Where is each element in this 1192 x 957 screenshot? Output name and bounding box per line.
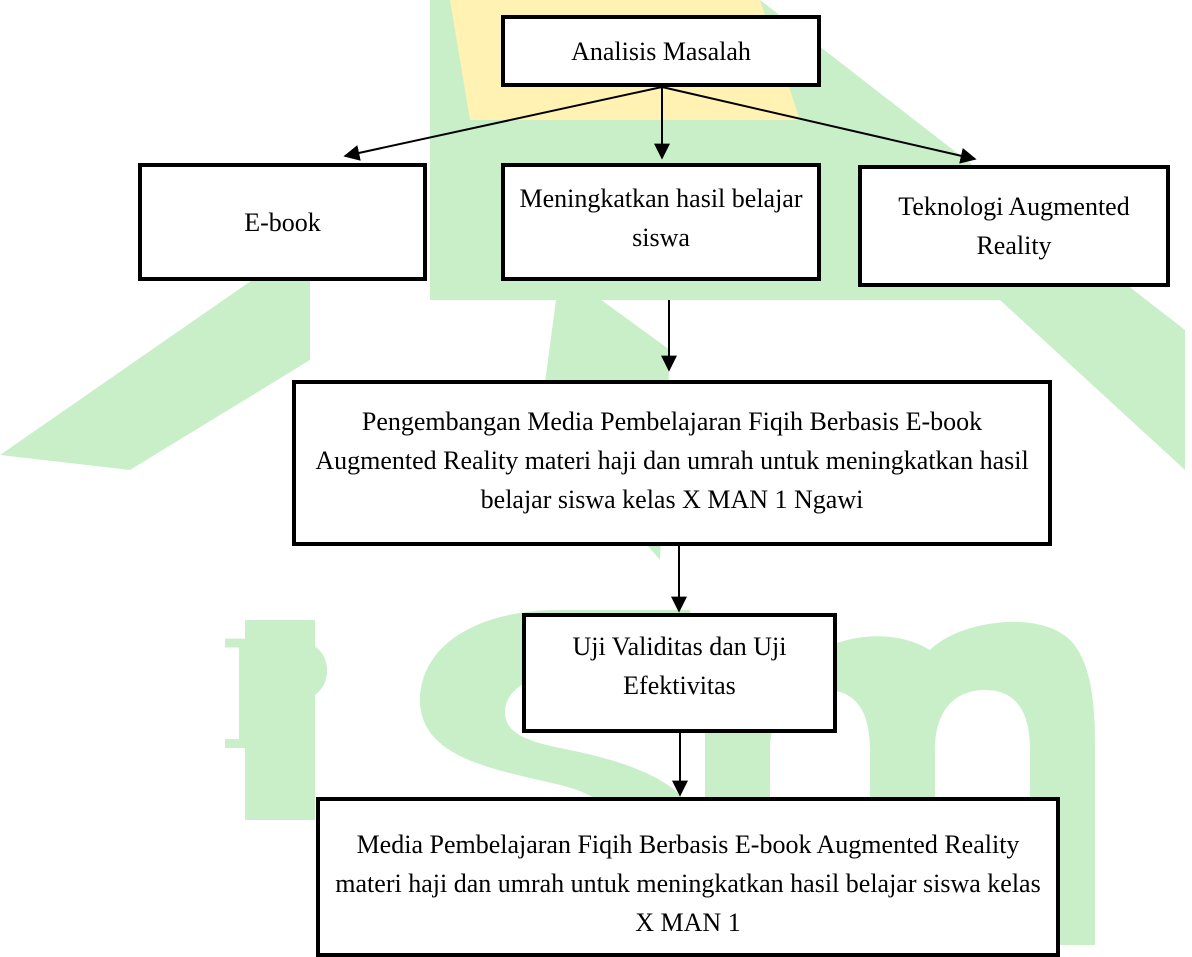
- box-analisis-label: Analisis Masalah: [571, 36, 751, 66]
- box-teknologi-label: Teknologi Augmented Reality: [898, 192, 1130, 260]
- box-pengembangan-media: Pengembangan Media Pembelajaran Fiqih Be…: [292, 380, 1052, 546]
- watermark-letter-p: P: [218, 608, 331, 784]
- box-ebook: E-book: [138, 163, 427, 281]
- box-analisis-masalah: Analisis Masalah: [501, 15, 821, 87]
- box-ebook-label: E-book: [244, 207, 321, 237]
- box-uji-label: Uji Validitas dan Uji Efektivitas: [572, 632, 787, 700]
- box-uji-validitas: Uji Validitas dan Uji Efektivitas: [522, 613, 837, 733]
- arrow-analisis-to-teknologi: [661, 86, 977, 164]
- box-pengembangan-label: Pengembangan Media Pembelajaran Fiqih Be…: [315, 407, 1029, 514]
- box-media-pembelajaran: Media Pembelajaran Fiqih Berbasis E-book…: [316, 797, 1060, 957]
- box-meningkatkan-label: Meningkatkan hasil belajar siswa: [519, 184, 803, 252]
- arrow-analisis-to-ebook: [343, 86, 663, 161]
- box-meningkatkan-hasil: Meningkatkan hasil belajar siswa: [501, 163, 821, 281]
- box-teknologi-ar: Teknologi Augmented Reality: [858, 165, 1170, 287]
- box-media-label: Media Pembelajaran Fiqih Berbasis E-book…: [335, 830, 1041, 937]
